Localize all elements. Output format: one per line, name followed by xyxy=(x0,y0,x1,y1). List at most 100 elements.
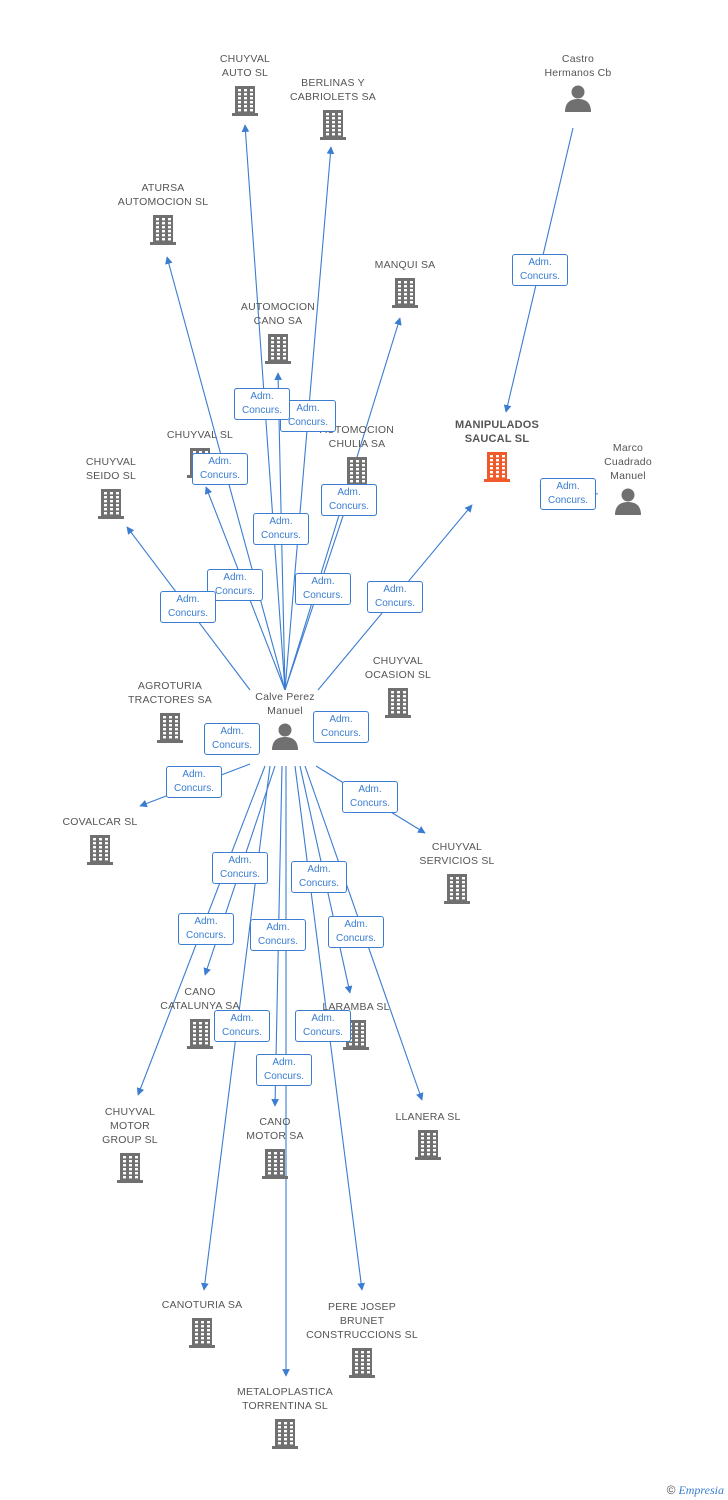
building-icon xyxy=(387,872,527,909)
badge-role: Adm. xyxy=(311,576,335,587)
person-icon xyxy=(508,84,648,117)
relation-badge[interactable]: Adm.Concurs. xyxy=(313,711,369,743)
relation-badge[interactable]: Adm.Concurs. xyxy=(256,1054,312,1086)
relation-badge[interactable]: Adm.Concurs. xyxy=(295,573,351,605)
node-label[interactable]: CHUYVAL OCASION SL xyxy=(364,655,432,681)
node-llanera[interactable]: LLANERA SL xyxy=(358,1110,498,1165)
relation-badge[interactable]: Adm. Concurs. xyxy=(234,388,290,420)
building-icon xyxy=(358,1128,498,1165)
node-label[interactable]: CHUYVAL MOTOR GROUP SL xyxy=(102,1106,158,1146)
node-label[interactable]: Calve Perez Manuel xyxy=(255,691,315,717)
node-label[interactable]: LLANERA SL xyxy=(395,1111,461,1123)
node-label[interactable]: MANQUI SA xyxy=(374,259,436,271)
relation-badge[interactable]: Adm. Concurs. xyxy=(192,453,248,485)
badge-type: Concurs. xyxy=(547,495,588,506)
relation-badge[interactable]: Adm.Concurs. xyxy=(160,591,216,623)
badge-type: Concurs. xyxy=(214,586,255,597)
node-auto_cano[interactable]: AUTOMOCION CANO SA xyxy=(208,300,348,369)
relation-badge[interactable]: Adm.Concurs. xyxy=(214,1010,270,1042)
node-metaloplastica[interactable]: METALOPLASTICA TORRENTINA SL xyxy=(215,1385,355,1454)
node-label[interactable]: MANIPULADOS SAUCAL SL xyxy=(454,419,540,445)
node-calve[interactable]: Calve Perez Manuel xyxy=(215,690,355,755)
badge-type: Concurs. xyxy=(221,1027,262,1038)
node-label[interactable]: ATURSA AUTOMOCION SL xyxy=(117,182,209,208)
relation-badge[interactable]: Adm.Concurs. xyxy=(321,484,377,516)
relation-badge[interactable]: Adm.Concurs. xyxy=(166,766,222,798)
badge-type: Concurs. xyxy=(519,271,560,282)
badge-role: Adm. xyxy=(220,726,244,737)
node-cano_motor[interactable]: CANO MOTOR SA xyxy=(205,1115,345,1184)
relation-badge[interactable]: Adm.Concurs. xyxy=(512,254,568,286)
node-chuyval_seido[interactable]: CHUYVAL SEIDO SL xyxy=(41,455,181,524)
node-label[interactable]: METALOPLASTICA TORRENTINA SL xyxy=(237,1386,333,1412)
relation-badge[interactable]: Adm.Concurs. xyxy=(295,1010,351,1042)
relation-badge[interactable]: Adm.Concurs. xyxy=(178,913,234,945)
badge-role: Adm. xyxy=(296,403,320,414)
relation-badge[interactable]: Adm. Concurs. xyxy=(207,569,263,601)
badge-type: Concurs. xyxy=(374,598,415,609)
relation-badge[interactable]: Adm.Concurs. xyxy=(212,852,268,884)
node-chuyval_motor[interactable]: CHUYVAL MOTOR GROUP SL xyxy=(60,1105,200,1188)
node-manqui[interactable]: MANQUI SA xyxy=(335,258,475,313)
relation-badge[interactable]: Adm.Concurs. xyxy=(367,581,423,613)
badge-role: Adm. xyxy=(311,1013,335,1024)
node-label[interactable]: AUTOMOCION CHULIA SA xyxy=(319,424,395,450)
relation-badge[interactable]: Adm.Concurs. xyxy=(204,723,260,755)
node-auto_chulia[interactable]: AUTOMOCION CHULIA SA xyxy=(287,423,427,492)
relation-badge[interactable]: Adm.Concurs. xyxy=(291,861,347,893)
building-icon xyxy=(286,1018,426,1055)
footer-brand[interactable]: ©Empresia xyxy=(667,1483,724,1498)
copyright-icon: © xyxy=(666,1483,676,1497)
node-label[interactable]: Marco Cuadrado Manuel xyxy=(604,442,652,482)
node-label[interactable]: BERLINAS Y CABRIOLETS SA xyxy=(289,77,377,103)
node-label[interactable]: CANO CATALUNYA SA xyxy=(160,986,240,1012)
badge-role: Adm. xyxy=(250,391,274,402)
node-pere_josep[interactable]: PERE JOSEP BRUNET CONSTRUCCIONS SL xyxy=(292,1300,432,1383)
badge-role: Adm. xyxy=(358,784,382,795)
node-label[interactable]: CHUYVAL SL xyxy=(166,429,234,441)
building-icon xyxy=(292,1346,432,1383)
relation-badge[interactable]: Adm.Concurs. xyxy=(328,916,384,948)
badge-role: Adm. xyxy=(272,1057,296,1068)
node-label[interactable]: CHUYVAL SEIDO SL xyxy=(85,456,137,482)
relation-badge[interactable]: Adm.Concurs. xyxy=(253,513,309,545)
node-label[interactable]: CANOTURIA SA xyxy=(161,1299,243,1311)
badge-type: Concurs. xyxy=(185,930,226,941)
node-agroturia[interactable]: AGROTURIA TRACTORES SA xyxy=(100,679,240,748)
node-label[interactable]: AUTOMOCION CANO SA xyxy=(240,301,316,327)
node-label[interactable]: CHUYVAL AUTO SL xyxy=(219,53,271,79)
building-icon xyxy=(175,84,315,121)
node-canoturia[interactable]: CANOTURIA SA xyxy=(132,1298,272,1353)
badge-role: Adm. xyxy=(556,481,580,492)
building-icon xyxy=(427,450,567,487)
node-label[interactable]: CANO MOTOR SA xyxy=(246,1116,304,1142)
node-manipulados[interactable]: MANIPULADOS SAUCAL SL xyxy=(427,418,567,487)
badge-role: Adm. xyxy=(208,456,232,467)
node-marco[interactable]: Marco Cuadrado Manuel xyxy=(558,441,698,520)
node-label[interactable]: COVALCAR SL xyxy=(62,816,138,828)
badge-role: Adm. xyxy=(266,922,290,933)
node-atursa[interactable]: ATURSA AUTOMOCION SL xyxy=(93,181,233,250)
badge-type: Concurs. xyxy=(241,405,282,416)
building-icon xyxy=(215,1417,355,1454)
relation-badge[interactable]: Adm. Concurs. xyxy=(540,478,596,510)
relation-badge[interactable]: Adm.Concurs. xyxy=(342,781,398,813)
node-chuyval_auto[interactable]: CHUYVAL AUTO SL xyxy=(175,52,315,121)
badge-role: Adm. xyxy=(182,769,206,780)
relation-badge[interactable]: Adm.Concurs. xyxy=(250,919,306,951)
node-cano_cat[interactable]: CANO CATALUNYA SA xyxy=(130,985,270,1054)
node-chuyval_servicios[interactable]: CHUYVAL SERVICIOS SL xyxy=(387,840,527,909)
node-chuyval_ocasion[interactable]: CHUYVAL OCASION SL xyxy=(328,654,468,723)
badge-role: Adm. xyxy=(223,572,247,583)
node-castro[interactable]: Castro Hermanos Cb xyxy=(508,52,648,117)
node-label[interactable]: AGROTURIA TRACTORES SA xyxy=(128,680,212,706)
badge-role: Adm. xyxy=(228,855,252,866)
node-label[interactable]: CHUYVAL SERVICIOS SL xyxy=(419,841,495,867)
badge-type: Concurs. xyxy=(199,470,240,481)
node-label[interactable]: Castro Hermanos Cb xyxy=(544,53,612,79)
building-icon xyxy=(205,1147,345,1184)
node-covalcar[interactable]: COVALCAR SL xyxy=(30,815,170,870)
node-label[interactable]: PERE JOSEP BRUNET CONSTRUCCIONS SL xyxy=(306,1301,418,1341)
building-icon xyxy=(287,455,427,492)
node-berlinas[interactable]: BERLINAS Y CABRIOLETS SA xyxy=(263,76,403,145)
